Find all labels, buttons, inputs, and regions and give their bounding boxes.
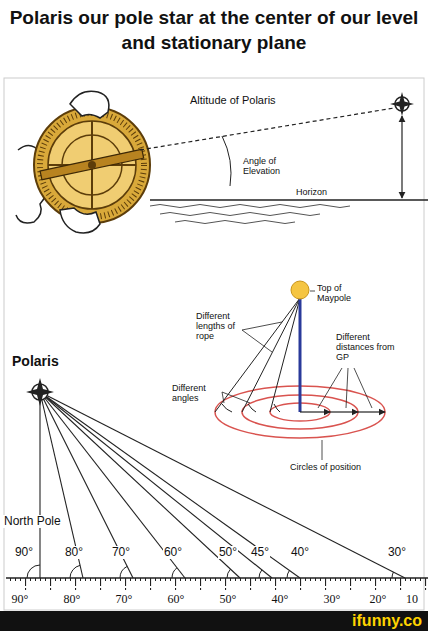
hand [70, 91, 109, 118]
callout-label: Circles of position [290, 462, 400, 472]
title: Polaris our pole star at the center of o… [8, 6, 420, 55]
angle-arc [227, 569, 230, 578]
astrolabe-plate [48, 121, 136, 209]
angle-label: 45° [250, 546, 270, 559]
pivot [88, 161, 96, 169]
ruler-number: 30° [316, 593, 348, 606]
leader-line [318, 368, 342, 408]
callout-label: Top of Maypole [317, 283, 377, 303]
angle-arc [259, 570, 262, 578]
altitude-arrow [401, 116, 402, 198]
angle-arc [27, 565, 40, 578]
sight-ray [40, 392, 300, 578]
leader-line [242, 330, 272, 352]
water-waves [150, 205, 350, 224]
sight-ray [40, 392, 240, 578]
maypole-scene [215, 281, 385, 460]
polaris-star [26, 378, 54, 406]
leader-line [354, 368, 372, 408]
angle-arc [222, 404, 280, 412]
angle-arc [120, 566, 127, 578]
leader-line [222, 392, 224, 403]
angle-label: 50° [218, 546, 238, 559]
star-name: Polaris [12, 354, 92, 370]
angle-label: 90° [14, 546, 34, 559]
sight-ray [40, 392, 272, 578]
ruler-number: 90° [4, 593, 36, 606]
watermark: ifunny.co [330, 611, 422, 631]
angle-arc [172, 568, 177, 578]
distance-arrow [330, 411, 358, 412]
ruler-ticks [10, 578, 428, 590]
sight-ray [40, 392, 405, 578]
callout-label: Different distances from GP [336, 332, 398, 362]
leader-line [242, 322, 282, 330]
ruler-number: 40° [264, 593, 296, 606]
degree-scale [40, 113, 144, 217]
angle-arc [287, 570, 289, 578]
horizon-line [150, 199, 428, 201]
sight-ray [40, 392, 185, 578]
angle-arc [222, 136, 231, 186]
callout-label: Different angles [172, 383, 220, 403]
angle-label: 80° [64, 546, 84, 559]
angle-label: 30° [387, 546, 407, 559]
maypole [299, 298, 302, 412]
angle-arc [70, 565, 80, 578]
distance-arrow [358, 411, 385, 412]
sight-ray [40, 392, 133, 578]
distance-arrow [300, 411, 330, 412]
maypole-top [291, 281, 309, 299]
astrolabe-rim [34, 107, 150, 223]
leader-line [310, 291, 315, 292]
ray-lines [27, 392, 405, 578]
angle-label: 70° [111, 546, 131, 559]
pole-label: North Pole [3, 515, 62, 528]
leader-line [346, 368, 348, 408]
image-frame [4, 78, 424, 610]
astrolabe-scene [16, 91, 428, 233]
leader-line [322, 440, 323, 460]
ruler-number: 80° [56, 593, 88, 606]
ruler-number: 70° [108, 593, 140, 606]
hand [60, 208, 100, 233]
callout-label: Horizon [296, 187, 356, 197]
angle-label: 60° [163, 546, 183, 559]
callout-label: Altitude of Polaris [190, 94, 340, 106]
callout-label: Different lengths of rope [196, 311, 241, 341]
rope [270, 298, 300, 412]
ruler-number: 50° [212, 593, 244, 606]
alidade [40, 149, 144, 179]
rope [242, 298, 300, 412]
callout-label: Angle of Elevation [243, 156, 303, 176]
polaris-star [390, 92, 414, 116]
angle-arc [392, 572, 393, 578]
angle-label: 40° [290, 546, 310, 559]
sight-line [140, 108, 394, 150]
ruler-number: 20° [362, 593, 394, 606]
ruler-number: 10 [400, 593, 424, 606]
ruler-number: 60° [160, 593, 192, 606]
watermark-bar [0, 611, 428, 631]
sight-ray [39, 392, 40, 578]
leader-line [222, 392, 250, 403]
